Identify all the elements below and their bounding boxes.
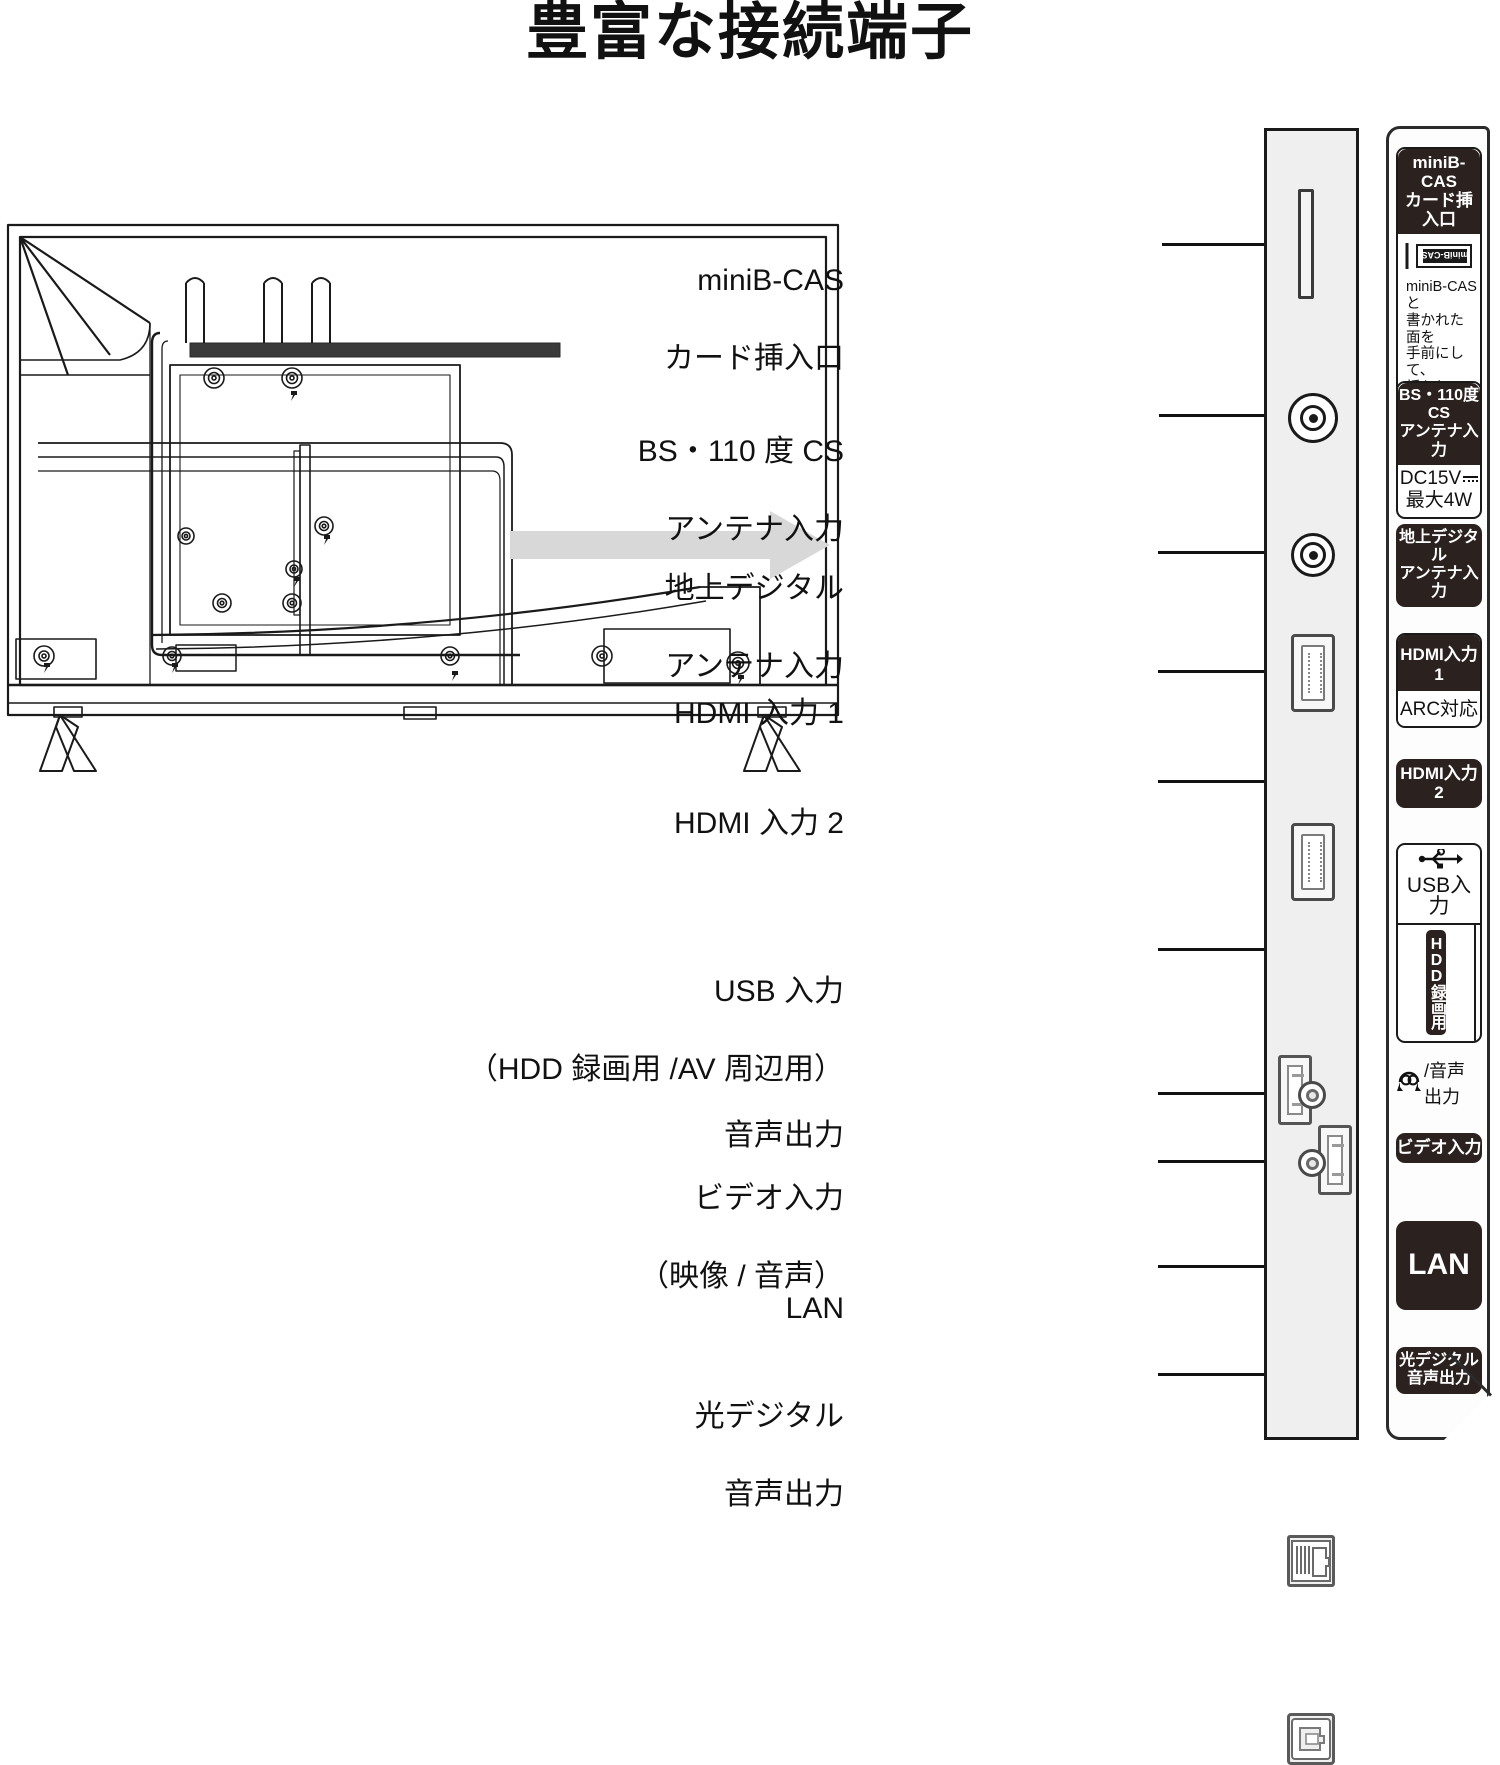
callout-line1: 地上デジタル xyxy=(664,572,844,605)
callout-line1: USB 入力 xyxy=(713,975,844,1008)
leader-line-hdmi2 xyxy=(1158,780,1286,783)
usb-port-hdd[interactable] xyxy=(1278,1055,1312,1125)
terrestrial-antenna-jack[interactable] xyxy=(1291,533,1335,577)
minib-cas-slot[interactable] xyxy=(1298,189,1314,299)
panel-chamfer-corner xyxy=(1444,1394,1490,1440)
spec-lan: LAN xyxy=(1396,1221,1482,1310)
leader-line-minib-cas xyxy=(1162,243,1267,246)
spec-usb-hdd-label: HDD録画用 xyxy=(1426,930,1446,1035)
bs-cs-antenna-jack[interactable] xyxy=(1288,393,1338,443)
callout-video-in: ビデオ入力 （映像 / 音声） xyxy=(639,1140,844,1335)
spec-title-line2: カード挿入口 xyxy=(1405,191,1473,230)
callout-line1: 音声出力 xyxy=(724,1119,844,1152)
spec-title-line1: miniB-CAS xyxy=(1412,153,1466,192)
spec-hdmi2: HDMI入力2 xyxy=(1396,759,1482,809)
callout-line1: HDMI 入力 1 xyxy=(673,697,844,730)
hdmi-port-1[interactable] xyxy=(1291,634,1335,712)
spec-lan-title: LAN xyxy=(1396,1221,1482,1310)
spec-minib-cas: miniB-CAS カード挿入口 miniB-CAS miniB-CASと 書か… xyxy=(1396,147,1482,439)
callout-line2: カード挿入口 xyxy=(664,342,844,375)
callout-line1: ビデオ入力 xyxy=(694,1182,844,1215)
spec-bs-cs-rating: DC15V 最大4W xyxy=(1398,465,1480,517)
callout-lan: LAN xyxy=(769,1250,844,1328)
port-label-panel: miniB-CAS カード挿入口 miniB-CAS miniB-CASと 書か… xyxy=(1386,126,1493,1440)
spec-bs-cs: BS・110度CS アンテナ入力 DC15V 最大4W xyxy=(1396,381,1482,519)
spec-terrestrial: 地上デジタル アンテナ入力 xyxy=(1396,524,1482,608)
callout-line1: 光デジタル xyxy=(694,1400,844,1433)
spec-title-line2: アンテナ入力 xyxy=(1399,423,1479,459)
leader-line-bs-cs xyxy=(1159,414,1286,417)
spec-usb-title: USB入力 xyxy=(1406,874,1472,918)
callout-minib-cas: miniB-CAS カード挿入口 xyxy=(664,222,844,417)
callout-bs-cs: BS・110 度 CS アンテナ入力 xyxy=(621,393,844,588)
spec-audio-out-title: /音声出力 xyxy=(1424,1061,1466,1107)
spec-minib-cas-title: miniB-CAS カード挿入口 xyxy=(1398,149,1480,235)
spec-title-line2: アンテナ入力 xyxy=(1399,565,1479,601)
spec-video-in-title: ビデオ入力 xyxy=(1396,1133,1482,1164)
spec-hdmi1: HDMI入力1 ARC対応 xyxy=(1396,633,1482,728)
tv-port-panel xyxy=(1264,128,1359,1765)
callout-line2: 音声出力 xyxy=(724,1478,844,1511)
tv-rear-illustration xyxy=(0,215,860,785)
callout-hdmi1: HDMI 入力 1 xyxy=(657,655,844,733)
callout-line2: （映像 / 音声） xyxy=(638,1260,844,1293)
leader-line-hdmi1 xyxy=(1158,670,1286,673)
spec-audio-out: /音声出力 xyxy=(1396,1057,1482,1109)
spec-hdmi1-arc: ARC対応 xyxy=(1398,691,1480,726)
callout-terrestrial: 地上デジタル アンテナ入力 xyxy=(648,530,844,725)
callout-hdmi2: HDMI 入力 2 xyxy=(657,765,844,843)
dc-voltage: DC15V xyxy=(1399,467,1462,489)
audio-output-jack[interactable] xyxy=(1298,1081,1326,1109)
video-input-jack[interactable] xyxy=(1298,1149,1326,1177)
spec-video-in: ビデオ入力 xyxy=(1396,1133,1482,1164)
hdmi-port-2[interactable] xyxy=(1291,823,1335,901)
leader-line-video-in xyxy=(1158,1160,1295,1163)
spec-title-line2: 音声出力 xyxy=(1406,1370,1471,1388)
callout-audio-out: 音声出力 xyxy=(707,1077,844,1155)
direction-arrow xyxy=(510,511,830,579)
callout-optical: 光デジタル 音声出力 xyxy=(678,1358,844,1553)
leader-line-usb xyxy=(1158,948,1276,951)
leader-line-audio-out xyxy=(1158,1092,1295,1095)
callout-usb: USB 入力 （HDD 録画用 /AV 周辺用） xyxy=(468,933,844,1128)
note-line-1: miniB-CASと xyxy=(1406,279,1477,312)
usb-icon xyxy=(1413,847,1465,873)
svg-text:miniB-CAS: miniB-CAS xyxy=(1422,250,1469,260)
spec-title-line1: 光デジタル xyxy=(1399,1352,1479,1369)
callout-line2: （HDD 録画用 /AV 周辺用） xyxy=(467,1053,844,1086)
spec-hdmi2-title: HDMI入力2 xyxy=(1396,759,1482,809)
callout-line1: LAN xyxy=(785,1292,844,1325)
note-line-3: 手前にして、 xyxy=(1406,346,1464,380)
page-title: 豊富な接続端子 xyxy=(525,0,974,67)
spec-usb-hdd-cell: HDD録画用 xyxy=(1398,925,1474,1041)
spec-title-line1: 地上デジタル xyxy=(1399,529,1479,565)
spec-terrestrial-title: 地上デジタル アンテナ入力 xyxy=(1396,524,1482,608)
optical-toslink-port[interactable] xyxy=(1287,1713,1335,1765)
dc-max-power: 最大4W xyxy=(1405,490,1473,512)
lan-rj45-port[interactable] xyxy=(1287,1535,1335,1587)
leader-line-terrestrial xyxy=(1158,551,1286,554)
spec-hdmi1-title: HDMI入力1 xyxy=(1398,635,1480,691)
spec-title-line1: BS・110度CS xyxy=(1398,387,1480,423)
callout-line1: miniB-CAS xyxy=(697,264,844,297)
headphone-icon xyxy=(1396,1068,1422,1099)
leader-line-lan xyxy=(1158,1265,1286,1268)
note-line-2: 書かれた面を xyxy=(1406,312,1464,346)
callout-line2: アンテナ入力 xyxy=(665,513,844,546)
callout-line2: アンテナ入力 xyxy=(665,650,844,683)
dc-symbol-icon xyxy=(1463,474,1479,484)
minib-cas-card-icon: miniB-CAS xyxy=(1403,241,1475,276)
callout-line1: BS・110 度 CS xyxy=(637,435,844,468)
leader-line-optical xyxy=(1158,1373,1286,1376)
callout-line1: HDMI 入力 2 xyxy=(673,807,844,840)
spec-bs-cs-title: BS・110度CS アンテナ入力 xyxy=(1398,383,1480,465)
